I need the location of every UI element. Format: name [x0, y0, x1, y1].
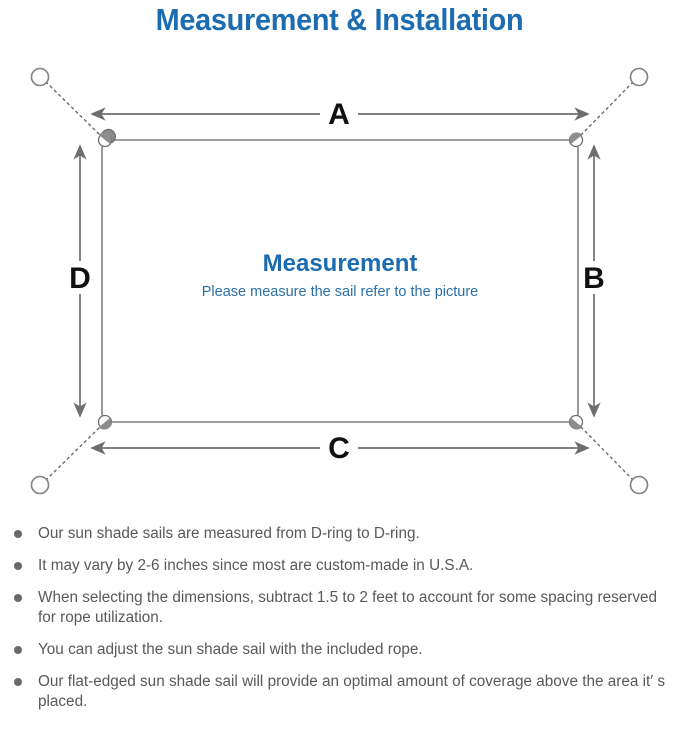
page-title: Measurement & Installation — [155, 2, 524, 37]
sail-subheading: Please measure the sail refer to the pic… — [202, 284, 478, 300]
sail-heading: Measurement — [263, 250, 418, 277]
list-item: It may vary by 2-6 inches since most are… — [10, 556, 665, 576]
list-item: When selecting the dimensions, subtract … — [10, 588, 665, 628]
bullet-icon — [14, 678, 22, 686]
list-item-text: Our flat-edged sun shade sail will provi… — [38, 673, 666, 710]
anchor-post-bottom-right — [629, 475, 649, 495]
rope-bottom-left — [45, 426, 101, 481]
bullet-icon — [14, 562, 22, 570]
bullet-icon — [14, 530, 22, 538]
list-item-text: You can adjust the sun shade sail with t… — [38, 641, 423, 658]
d-ring-top-right — [568, 132, 584, 148]
list-item-text: It may vary by 2-6 inches since most are… — [38, 557, 474, 574]
notes-list: Our sun shade sails are measured from D-… — [0, 524, 679, 724]
list-item: You can adjust the sun shade sail with t… — [10, 640, 665, 660]
dimension-label-a: A — [328, 98, 350, 131]
list-item-text: When selecting the dimensions, subtract … — [38, 589, 658, 626]
dimension-label-b: B — [583, 262, 605, 295]
anchor-post-top-right — [629, 67, 649, 87]
d-ring-bottom-right — [568, 414, 584, 430]
anchor-post-bottom-left — [30, 475, 50, 495]
list-item: Our flat-edged sun shade sail will provi… — [10, 672, 665, 712]
shade-sail-measurement-diagram: Measurement Please measure the sail refe… — [0, 46, 679, 516]
list-item: Our sun shade sails are measured from D-… — [10, 524, 665, 544]
d-ring-top-left — [97, 128, 116, 148]
d-ring-bottom-left — [97, 414, 113, 430]
anchor-post-top-left — [30, 67, 50, 87]
bullet-icon — [14, 594, 22, 602]
dimension-label-c: C — [328, 432, 350, 465]
rope-top-left — [45, 81, 101, 136]
dimension-label-d: D — [69, 262, 91, 295]
list-item-text: Our sun shade sails are measured from D-… — [38, 525, 420, 542]
rope-bottom-right — [580, 426, 634, 481]
sail-body — [101, 139, 579, 423]
rope-top-right — [580, 81, 634, 136]
bullet-icon — [14, 646, 22, 654]
